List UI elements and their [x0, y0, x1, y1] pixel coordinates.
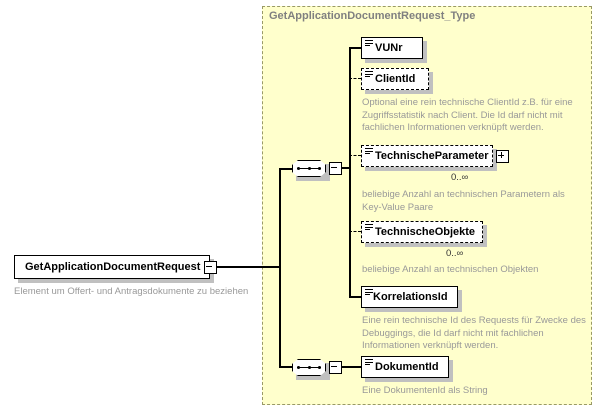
element-box-dokumentid[interactable]: DokumentId	[361, 356, 449, 378]
element-box-technischeobjekte[interactable]: TechnischeObjekte	[361, 221, 483, 243]
sequence-bottom-compositor-icon[interactable]	[292, 359, 326, 376]
connector-seq-bottom-out	[339, 366, 361, 368]
element-label-technischeparameter: TechnischeParameter	[375, 149, 489, 162]
root-element-label: GetApplicationDocumentRequest	[25, 260, 201, 273]
element-label-korrelationsid: KorrelationsId	[373, 290, 448, 303]
expand-plus-icon[interactable]	[495, 149, 509, 163]
element-box-vunr[interactable]: VUNr	[361, 37, 423, 59]
cardinality-technischeparameter: 0..∞	[451, 172, 469, 183]
element-documentation-korrelationsid: Eine rein technische Id des Requests für…	[362, 315, 586, 351]
element-type-icon	[365, 224, 373, 231]
element-documentation-technischeobjekte: beliebige Anzahl an technischen Objekten	[362, 264, 539, 275]
root-element-collapse-minus-icon[interactable]	[204, 261, 217, 274]
connector-to-korrelationsid	[349, 296, 361, 298]
element-documentation-clientid: Optional eine rein technische ClientId z…	[362, 97, 573, 133]
element-label-vunr: VUNr	[375, 41, 403, 54]
element-documentation-dokumentid: Eine DokumentenId als String	[362, 385, 488, 396]
connector-to-clientid	[349, 78, 361, 79]
sequence-top-collapse-minus-icon[interactable]	[329, 162, 342, 175]
sequence-top-compositor-icon[interactable]	[292, 160, 326, 177]
connector-to-vunr	[349, 47, 361, 49]
root-element-documentation: Element um Offert- und Antragsdokumente …	[14, 286, 249, 297]
connector-branch-spine	[279, 168, 281, 367]
element-type-icon	[365, 148, 373, 155]
element-box-korrelationsid[interactable]: KorrelationsId	[361, 286, 458, 308]
element-label-dokumentid: DokumentId	[375, 360, 439, 373]
element-label-clientid: ClientId	[375, 72, 416, 85]
connector-root-to-branch	[215, 266, 280, 268]
connector-to-technischeparameter	[349, 155, 361, 156]
sequence-bottom-collapse-minus-icon[interactable]	[329, 361, 342, 374]
element-box-clientid[interactable]: ClientId	[361, 68, 429, 90]
root-element-box[interactable]: GetApplicationDocumentRequest	[14, 255, 210, 279]
element-type-icon	[365, 289, 373, 296]
connector-branch-to-seq-top	[279, 168, 293, 170]
connector-seq-top-children-spine	[349, 47, 351, 296]
element-label-technischeobjekte: TechnischeObjekte	[375, 225, 476, 238]
connector-branch-to-seq-bottom	[279, 366, 293, 368]
connector-to-technischeobjekte	[349, 231, 361, 232]
element-type-icon	[365, 40, 373, 47]
cardinality-technischeobjekte: 0..∞	[446, 248, 464, 259]
element-documentation-technischeparameter: beliebige Anzahl an technischen Paramete…	[362, 189, 565, 213]
element-type-icon	[365, 359, 373, 366]
element-box-technischeparameter[interactable]: TechnischeParameter	[361, 145, 509, 167]
connector-seq-top-out	[339, 167, 350, 169]
type-panel-title: GetApplicationDocumentRequest_Type	[269, 10, 476, 22]
element-type-icon	[365, 71, 373, 78]
